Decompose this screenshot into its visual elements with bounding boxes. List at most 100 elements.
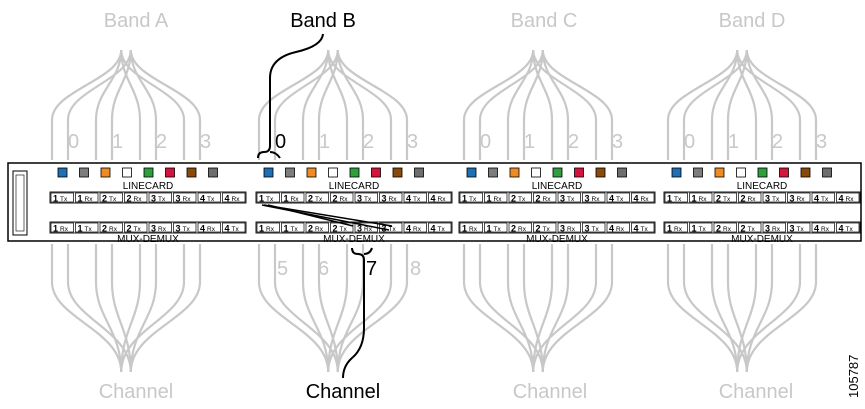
linecard-port-c-3: [533, 192, 557, 203]
linecard-port-num-c-0: 1: [462, 194, 467, 204]
mux-port-c-3: [533, 222, 557, 233]
status-led-d-5: [779, 167, 789, 178]
status-led-b-3: [328, 167, 338, 178]
top-fiber-c-2: [541, 49, 570, 160]
linecard-port-num-b-4: 3: [357, 194, 362, 204]
top-fiber-b-2: [336, 49, 365, 160]
top-fiber-a-0: [50, 49, 123, 160]
mux-port-num-b-3: 2: [333, 224, 338, 234]
bottom-fiber-a-2: [120, 244, 142, 373]
mux-port-a-5: [173, 222, 197, 233]
mux-port-d-0: [664, 222, 688, 233]
top-fiber-a-2: [120, 49, 142, 160]
top-fiber-a-2: [129, 49, 158, 160]
bottom-fiber-c-1: [506, 244, 535, 373]
mux-port-b-6: [403, 222, 427, 233]
linecard-port-dir-b-1: Rx: [291, 196, 300, 203]
mux-port-d-3: [738, 222, 762, 233]
top-number-d-2: 2: [772, 131, 783, 153]
linecard-port-num-b-2: 2: [308, 194, 313, 204]
status-led-d-0: [671, 167, 682, 178]
linecard-port-dir-b-0: Tx: [266, 196, 274, 203]
linecard-port-b-4: [354, 192, 378, 203]
mux-port-num-b-1: 1: [284, 224, 289, 234]
linecard-port-num-d-7: 4: [839, 194, 844, 204]
top-fiber-d-2: [736, 49, 758, 160]
chassis-handle-inner: [15, 174, 25, 232]
linecard-port-num-c-1: 1: [487, 194, 492, 204]
status-led-b-4: [349, 167, 360, 178]
mux-port-c-5: [582, 222, 606, 233]
linecard-port-dir-b-4: Tx: [364, 196, 372, 203]
linecard-port-a-6: [197, 192, 221, 203]
linecard-port-dir-a-3: Rx: [134, 196, 143, 203]
linecard-port-num-d-1: 1: [692, 194, 697, 204]
mux-port-dir-b-3: Tx: [340, 226, 348, 233]
status-led-c-5: [574, 167, 584, 178]
mux-port-dir-b-0: Rx: [266, 226, 275, 233]
status-led-d-6: [800, 167, 811, 178]
status-led-a-6: [186, 167, 197, 178]
mux-port-num-c-5: 3: [585, 224, 590, 234]
mux-port-num-a-0: 1: [53, 224, 58, 234]
bottom-fiber-a-1: [110, 244, 132, 373]
linecard-port-dir-a-2: Tx: [109, 196, 117, 203]
linecard-port-dir-c-1: Rx: [494, 196, 503, 203]
status-led-b-0: [263, 167, 274, 178]
top-fiber-a-3: [129, 49, 202, 160]
linecard-port-num-c-3: 2: [536, 194, 541, 204]
linecard-port-dir-a-5: Rx: [183, 196, 192, 203]
mux-port-dir-a-4: Rx: [158, 226, 167, 233]
status-led-a-0: [57, 167, 68, 178]
linecard-port-b-7: [428, 192, 452, 203]
mux-port-num-d-3: 2: [741, 224, 746, 234]
mux-port-c-7: [631, 222, 655, 233]
top-number-d-0: 0: [684, 131, 695, 153]
cross-connect-line-3: [261, 204, 390, 231]
linecard-port-c-0: [459, 192, 483, 203]
linecard-port-d-0: [664, 192, 688, 203]
bottom-number-5: 5: [277, 258, 288, 280]
bottom-fiber-a-3: [129, 244, 202, 373]
status-led-d-4: [757, 167, 768, 178]
band-label-a: Band A: [104, 10, 169, 32]
mux-port-num-b-4: 3: [357, 224, 362, 234]
mux-port-dir-c-3: Tx: [543, 226, 551, 233]
mux-port-num-c-4: 3: [560, 224, 565, 234]
mux-port-dir-c-6: Rx: [616, 226, 625, 233]
linecard-port-dir-d-6: Tx: [821, 196, 829, 203]
status-led-b-5: [371, 167, 381, 178]
status-led-c-0: [466, 167, 477, 178]
mux-port-dir-a-3: Tx: [134, 226, 142, 233]
bottom-fiber-a-3: [120, 244, 186, 373]
channel-label-a: Channel: [99, 381, 174, 403]
mux-port-dir-c-5: Tx: [592, 226, 600, 233]
mux-port-d-6: [811, 222, 835, 233]
top-number-d-1: 1: [728, 131, 739, 153]
bottom-fiber-group: [50, 244, 818, 373]
mux-port-a-6: [197, 222, 221, 233]
bottom-fiber-d-0: [666, 244, 739, 373]
linecard-port-num-d-0: 1: [667, 194, 672, 204]
top-fiber-c-0: [462, 49, 535, 160]
bottom-number-7: 7: [366, 258, 377, 280]
mux-port-c-6: [606, 222, 630, 233]
status-led-a-1: [79, 167, 89, 178]
linecard-port-dir-b-3: Rx: [340, 196, 349, 203]
mux-port-num-b-6: 4: [406, 224, 411, 234]
mux-label-b: MUX-DEMUX: [323, 234, 385, 245]
mux-port-dir-d-2: Rx: [723, 226, 732, 233]
status-led-a-3: [122, 167, 132, 178]
bottom-fiber-b-2: [336, 244, 365, 373]
top-number-a-1: 1: [112, 131, 123, 153]
linecard-port-b-3: [330, 192, 354, 203]
top-fiber-a-1: [110, 49, 132, 160]
bottom-fiber-c-2: [541, 244, 570, 373]
top-number-a-0: 0: [68, 131, 79, 153]
mux-port-dir-c-1: Tx: [494, 226, 502, 233]
